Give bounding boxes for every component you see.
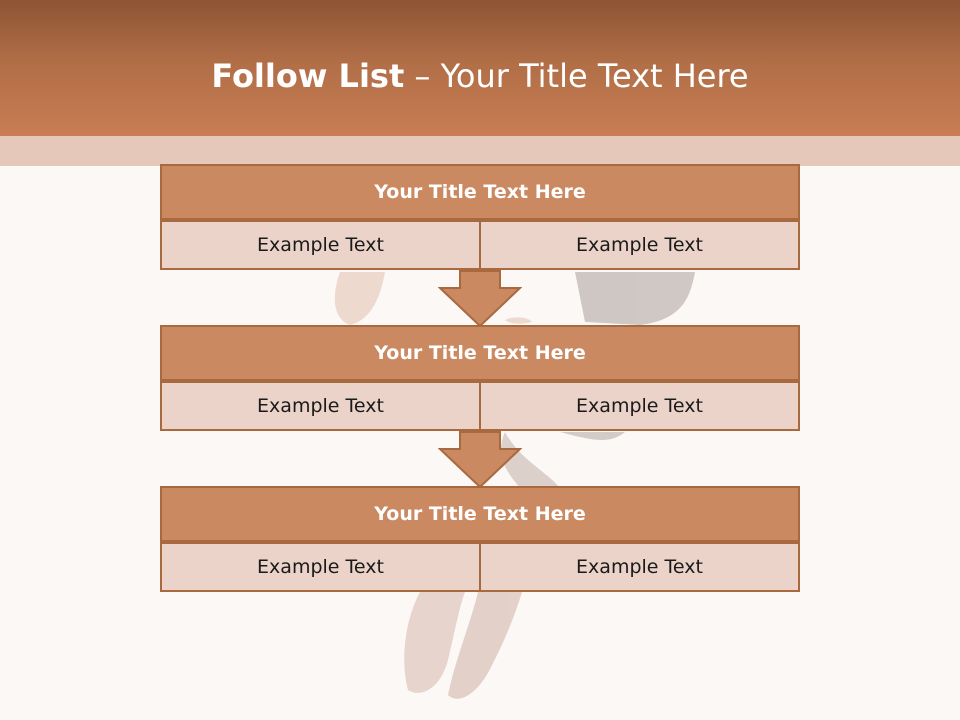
- slide-title-bold: Follow List: [211, 57, 405, 95]
- step-row-1: Example Text Example Text: [160, 220, 800, 270]
- step-cell-2-right: Example Text: [480, 381, 800, 431]
- slide-title-rest: – Your Title Text Here: [404, 57, 749, 95]
- step-box-1: Your Title Text Here Example Text Exampl…: [160, 164, 800, 270]
- down-arrow-icon: [438, 431, 522, 489]
- down-arrow-icon: [438, 270, 522, 328]
- step-row-3: Example Text Example Text: [160, 542, 800, 592]
- header-band: [0, 136, 960, 166]
- slide-title: Follow List – Your Title Text Here: [0, 52, 960, 100]
- header-bar: [0, 0, 960, 136]
- step-row-2: Example Text Example Text: [160, 381, 800, 431]
- step-cell-3-right: Example Text: [480, 542, 800, 592]
- step-cell-1-right: Example Text: [480, 220, 800, 270]
- step-box-2: Your Title Text Here Example Text Exampl…: [160, 325, 800, 431]
- step-cell-3-left: Example Text: [160, 542, 480, 592]
- step-title-2: Your Title Text Here: [160, 325, 800, 381]
- step-cell-2-left: Example Text: [160, 381, 480, 431]
- step-title-1: Your Title Text Here: [160, 164, 800, 220]
- step-box-3: Your Title Text Here Example Text Exampl…: [160, 486, 800, 592]
- step-title-3: Your Title Text Here: [160, 486, 800, 542]
- step-cell-1-left: Example Text: [160, 220, 480, 270]
